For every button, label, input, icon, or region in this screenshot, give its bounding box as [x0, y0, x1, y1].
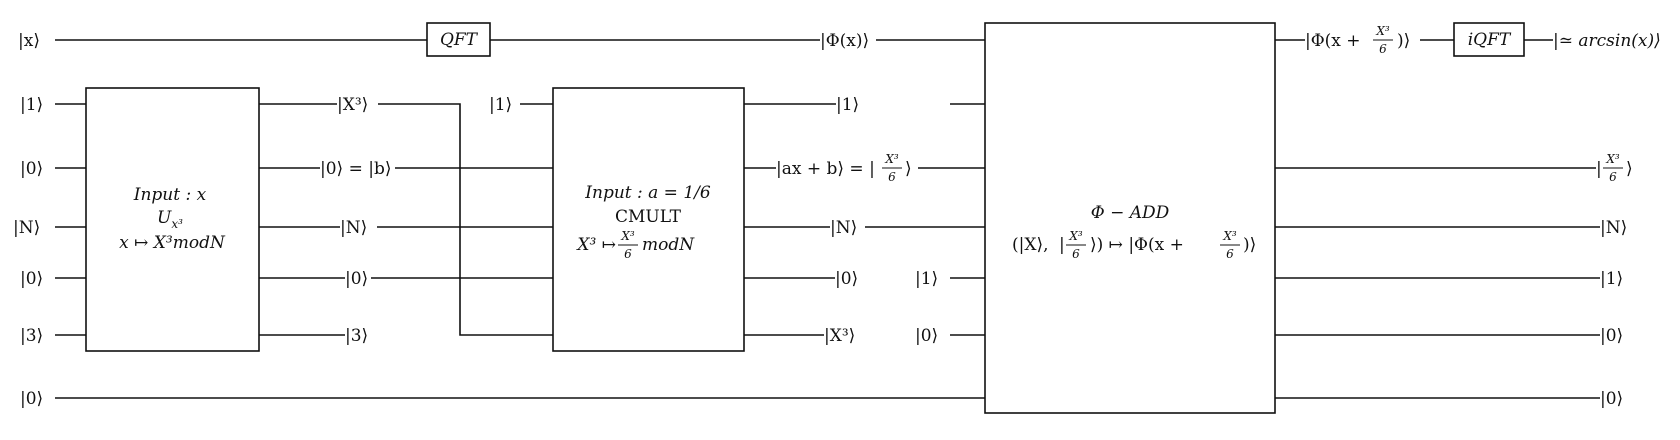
cmult-line2: CMULT: [615, 207, 682, 227]
mid2-frac-den: 6: [888, 170, 896, 184]
mid2-labels: |1⟩ |Φ(x)⟩ |1⟩ |ax + b⟩ = | X³ 6 ⟩ |N⟩ |…: [489, 31, 938, 346]
mid1-N: |N⟩: [340, 218, 367, 238]
input-labels: |x⟩ |1⟩ |0⟩ |N⟩ |0⟩ |3⟩ |0⟩: [13, 31, 43, 409]
ux3-sub: x³: [171, 217, 183, 231]
mid2-zero: |0⟩: [835, 269, 858, 289]
ux3-gate: Input : x Ux³ x ↦ X³modN: [85, 87, 260, 352]
out-arcsin: |≃ arcsin(x)⟩: [1553, 31, 1661, 51]
phi-add-box: [984, 22, 1276, 414]
ux3-line2: Ux³: [157, 208, 183, 231]
input-zero-3: |0⟩: [20, 389, 43, 409]
qft-label: QFT: [440, 30, 479, 50]
mid2-x3: |X³⟩: [824, 326, 855, 346]
mid1-three: |3⟩: [345, 326, 368, 346]
mid1-zero: |0⟩: [345, 269, 368, 289]
iqft-gate: iQFT: [1453, 22, 1525, 57]
mid2-phi-x: |Φ(x)⟩: [820, 31, 869, 51]
input-zero-2: |0⟩: [20, 269, 43, 289]
input-three: |3⟩: [20, 326, 43, 346]
phi-add-line1: Φ − ADD: [1091, 203, 1170, 223]
mid1-x3: |X³⟩: [337, 95, 368, 115]
phi-add-frac1-den: 6: [1072, 247, 1080, 261]
mid2-one-out: |1⟩: [836, 95, 859, 115]
out-one: |1⟩: [1600, 269, 1623, 289]
mid2-zero-anc: |0⟩: [915, 326, 938, 346]
phi-add-frac2-num: X³: [1222, 229, 1237, 243]
phi-add-frac2-den: 6: [1226, 247, 1234, 261]
out-N: |N⟩: [1600, 218, 1627, 238]
input-one: |1⟩: [20, 95, 43, 115]
out-phi-post: )⟩: [1397, 31, 1410, 51]
cmult-line3-pre: X³ ↦: [575, 235, 616, 255]
ux3-box: [85, 87, 260, 352]
out-frac-pre: |: [1596, 159, 1602, 179]
mid2-one-anc: |1⟩: [915, 269, 938, 289]
cmult-line1: Input : a = 1/6: [584, 183, 711, 203]
input-N: |N⟩: [13, 218, 40, 238]
wire-r1-x3-route: [378, 103, 553, 336]
mid2-frac-num: X³: [884, 152, 899, 166]
out-zero-1: |0⟩: [1600, 326, 1623, 346]
cmult-gate: Input : a = 1/6 CMULT X³ ↦ X³ 6 modN: [552, 87, 745, 352]
phi-add-line2-a: (|X⟩,: [1012, 235, 1049, 255]
phi-add-frac1-num: X³: [1068, 229, 1083, 243]
cmult-frac-num: X³: [620, 229, 635, 243]
mid2-frac-close: ⟩: [905, 159, 912, 179]
phi-add-bar1: |: [1059, 235, 1065, 255]
out-frac-num: X³: [1605, 152, 1620, 166]
mid1-labels: |X³⟩ |0⟩ = |b⟩ |N⟩ |0⟩ |3⟩: [320, 95, 391, 346]
out-zero-2: |0⟩: [1600, 389, 1623, 409]
input-x: |x⟩: [18, 31, 40, 51]
wires: [55, 39, 1600, 399]
qft-box: [426, 22, 491, 57]
mid2-one-in: |1⟩: [489, 95, 512, 115]
input-zero-1: |0⟩: [20, 159, 43, 179]
out-phi-frac-num: X³: [1375, 24, 1390, 38]
out-frac-den: 6: [1609, 170, 1617, 184]
out-phi-pre: |Φ(x +: [1305, 31, 1361, 51]
ux3-line1: Input : x: [133, 185, 207, 205]
mid2-axb: |ax + b⟩ = |: [776, 159, 875, 179]
iqft-label: iQFT: [1468, 30, 1512, 50]
out-frac-post: ⟩: [1626, 159, 1633, 179]
cmult-frac-den: 6: [624, 247, 632, 261]
phi-add-line2-b: ⟩) ↦ |Φ(x +: [1090, 235, 1184, 255]
phi-add-gate: Φ − ADD (|X⟩, | X³ 6 ⟩) ↦ |Φ(x + X³ 6 )⟩: [984, 22, 1276, 414]
iqft-box: [1453, 22, 1525, 57]
ux3-u: U: [157, 208, 172, 228]
cmult-box: [552, 87, 745, 352]
mid1-b: |0⟩ = |b⟩: [320, 159, 391, 179]
cmult-line3-post: modN: [642, 235, 695, 255]
mid2-N: |N⟩: [830, 218, 857, 238]
out-phi-frac-den: 6: [1379, 42, 1387, 56]
qft-gate: QFT: [426, 22, 491, 57]
output-labels: |Φ(x + X³ 6 )⟩ |≃ arcsin(x)⟩ | X³ 6 ⟩ |N…: [1305, 24, 1661, 409]
phi-add-line2-c: )⟩: [1243, 235, 1256, 255]
ux3-line3: x ↦ X³modN: [119, 233, 226, 253]
